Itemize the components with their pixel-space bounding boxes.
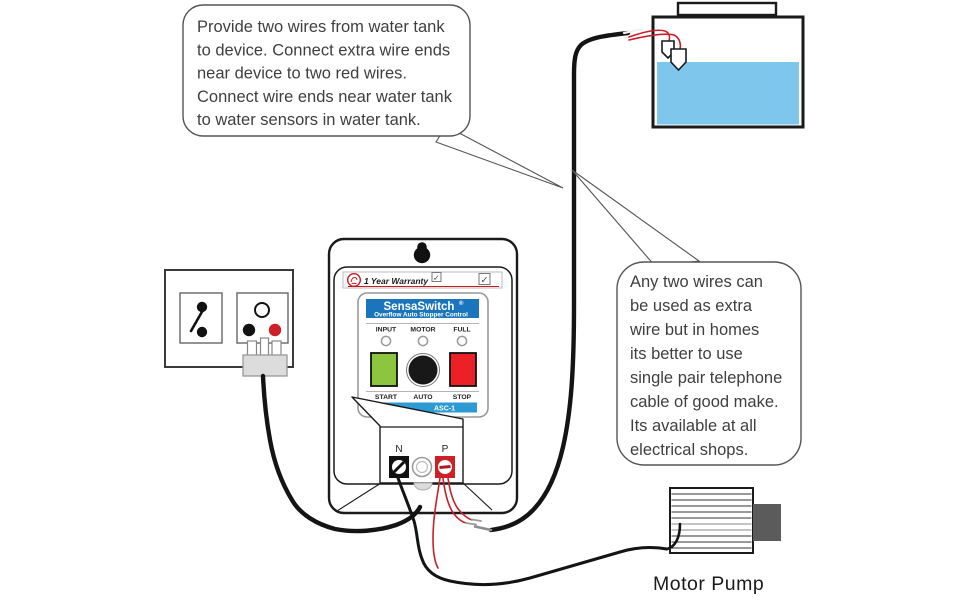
button-label-stop: STOP (453, 394, 472, 401)
callout-right-bubble (616, 261, 802, 466)
socket-hole-left (242, 323, 256, 337)
checkmark-icon: ✓ (481, 275, 489, 286)
plug-pin-right (271, 340, 282, 357)
tank-water (657, 62, 799, 125)
button-label-start: START (375, 394, 398, 401)
warranty-checkbox-2 (478, 273, 491, 285)
pump-motor-block (753, 504, 781, 541)
tank-cable-bare-end (473, 525, 493, 532)
motor-pump-label: Motor Pump (653, 573, 764, 595)
bare-wire-end (471, 518, 482, 522)
sensor-wire-1 (628, 29, 671, 42)
callout-right-line: its better to use (630, 345, 743, 363)
led-motor (417, 335, 429, 347)
sensor-joint-wire-1 (442, 477, 467, 524)
callout-left-text: Provide two wires from water tank to dev… (197, 18, 453, 129)
warranty-checkbox-1 (431, 272, 442, 282)
button-label-auto: AUTO (413, 394, 432, 401)
cable-gland (413, 482, 433, 491)
callout-right-line: be used as extra (630, 297, 753, 315)
terminal-p-screw (439, 465, 451, 469)
water-sensor-2 (670, 48, 687, 72)
callout-left-bubble (182, 4, 471, 137)
power-outlet (164, 269, 294, 377)
warranty-label: 1 Year Warranty (364, 276, 429, 286)
registered-trademark-icon: ® (459, 300, 464, 307)
callout-right-pointer (571, 169, 701, 267)
switch-lever (189, 308, 205, 333)
callout-left-line: near device to two red wires. (197, 65, 407, 83)
switch-dot-bottom (196, 326, 208, 338)
socket-hole-right (268, 323, 282, 337)
callout-right-line: cable of good make. (630, 393, 779, 411)
gland-ring (415, 460, 429, 474)
cable-twist-end (622, 27, 644, 35)
auto-button (406, 353, 440, 387)
wiring (260, 27, 687, 587)
model-number: ASC-1 (434, 406, 455, 413)
brand-header (366, 299, 479, 318)
mounting-keyhole-icon (413, 246, 431, 264)
auto-button[interactable] (408, 355, 438, 385)
terminal-label-p: P (442, 444, 449, 455)
plug-pin-left (246, 340, 258, 357)
plug-pin-middle (259, 337, 270, 357)
warranty-strip: 1 Year Warranty ✓ ✓ (342, 271, 503, 289)
switch-dot-top (196, 301, 208, 313)
led-full (456, 335, 468, 347)
tank-lid (676, 1, 778, 17)
callout-right-line: wire but in homes (629, 321, 759, 339)
pump-fins (671, 493, 752, 549)
mains-cord-wire (260, 373, 423, 534)
brand-name: SensaSwitch (384, 301, 455, 313)
start-button[interactable] (370, 352, 398, 387)
control-panel: SensaSwitch ® Overflow Auto Stopper Cont… (357, 292, 489, 418)
sensaswitch-device: 1 Year Warranty ✓ ✓ SensaSwitch ® Overfl… (327, 237, 519, 515)
indicator-label-input: INPUT (376, 327, 397, 334)
bare-wire-end (465, 522, 477, 526)
model-strip (367, 402, 477, 413)
pump-wire-entry (665, 522, 682, 551)
callout-right-text: Any two wires can be used as extra wire … (629, 273, 782, 459)
callout-right-line: single pair telephone (630, 369, 782, 387)
callout-right-line: Its available at all (630, 417, 757, 435)
sensor-wire-2 (628, 33, 682, 50)
callout-left-line: Provide two wires from water tank (197, 18, 445, 36)
pump-phase-wire (432, 477, 441, 569)
brand-subtitle: Overflow Auto Stopper Control (374, 312, 468, 319)
pump-body (669, 487, 754, 554)
terminal-n-screw (392, 460, 406, 474)
callout-right-line: electrical shops. (630, 441, 748, 459)
callout-left-line: Connect wire ends near water tank (197, 88, 453, 106)
stop-button[interactable] (449, 352, 477, 387)
terminal-flap: N P (336, 396, 493, 512)
terminal-label-n: N (395, 444, 402, 455)
checkmark-icon: ✓ (433, 274, 440, 283)
indicator-label-full: FULL (453, 327, 470, 334)
warranty-seal-icon (350, 276, 358, 284)
pump-neutral-wire (396, 476, 669, 587)
warranty-seal-icon (347, 273, 362, 288)
water-tank (651, 1, 805, 129)
tank-cable-wire (488, 30, 631, 533)
outlet-socket (236, 292, 289, 344)
flap-lip-left (336, 482, 382, 512)
led-input (380, 335, 392, 347)
socket-earth-hole (254, 302, 270, 318)
indicator-label-motor: MOTOR (410, 327, 435, 334)
sensor-joint-wire-2 (447, 477, 473, 521)
plug-body (242, 354, 288, 377)
callout-right-line: Any two wires can (630, 273, 763, 291)
callout-left-line: to device. Connect extra wire ends (197, 41, 450, 59)
motor-pump (669, 487, 781, 554)
callout-left-line: to water sensors in water tank. (197, 111, 421, 129)
flap-lip-right (462, 482, 493, 511)
